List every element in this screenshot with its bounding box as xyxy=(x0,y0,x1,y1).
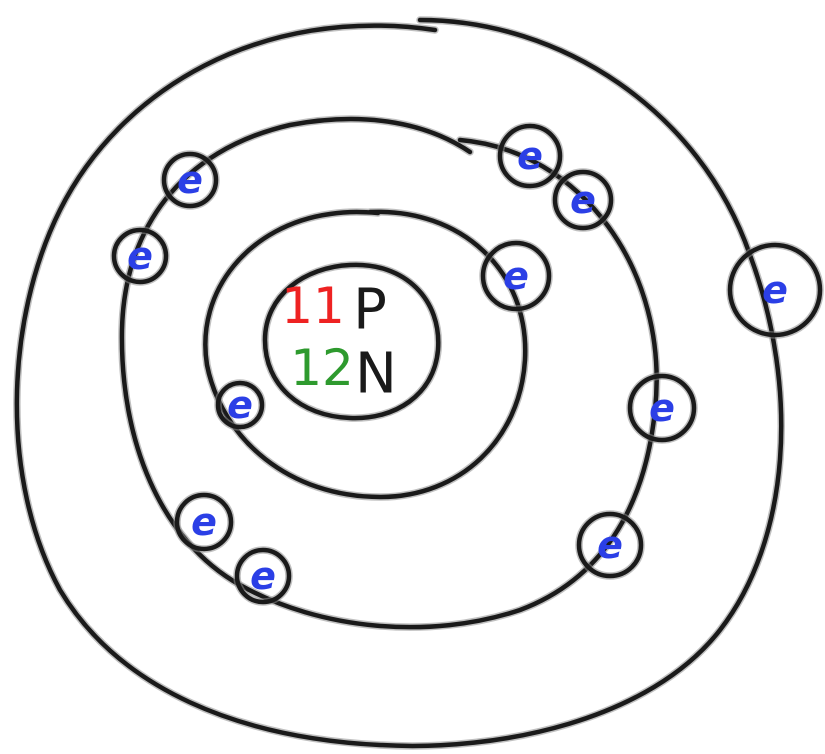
electron-circle xyxy=(480,240,552,312)
electron-label: e xyxy=(597,523,623,567)
electron-circle xyxy=(576,511,644,579)
electron-circle xyxy=(161,151,219,209)
electron-circle xyxy=(111,227,169,285)
electron-circle xyxy=(215,380,265,430)
electron-circle xyxy=(552,169,614,231)
electron-circle xyxy=(234,547,292,605)
nucleus: 11 P 12 N xyxy=(261,261,442,422)
electron-middle-4: e xyxy=(551,168,615,232)
neutron-count: 12 xyxy=(290,339,354,397)
electron-label: e xyxy=(570,178,596,222)
electron-circle xyxy=(174,492,234,552)
electron-inner-2: e xyxy=(214,379,266,431)
proton-symbol: P xyxy=(353,278,387,343)
neutron-symbol: N xyxy=(355,342,397,407)
proton-count: 11 xyxy=(281,277,345,335)
electron-middle-6: e xyxy=(575,510,645,580)
electron-label: e xyxy=(177,158,203,202)
electron-inner-1: e xyxy=(479,239,553,313)
electron-label: e xyxy=(649,386,675,430)
electron-circle xyxy=(497,123,563,189)
electron-label: e xyxy=(517,134,543,178)
electron-middle-2: e xyxy=(110,226,170,286)
electron-middle-3: e xyxy=(496,122,564,190)
electron-label: e xyxy=(250,554,276,598)
electron-label: e xyxy=(191,500,217,544)
electron-middle-5: e xyxy=(626,372,698,444)
electron-label: e xyxy=(227,383,253,427)
electron-outer-1: e xyxy=(726,241,824,339)
electron-label: e xyxy=(127,234,153,278)
electron-middle-8: e xyxy=(233,546,293,606)
electron-circle xyxy=(627,373,697,443)
electron-label: e xyxy=(503,254,529,298)
inner-shell xyxy=(201,208,529,501)
electron-circle xyxy=(727,242,823,338)
outer-shell xyxy=(13,16,785,750)
electron-middle-1: e xyxy=(160,150,220,210)
electron-middle-7: e xyxy=(173,491,235,553)
electron-label: e xyxy=(762,268,788,312)
